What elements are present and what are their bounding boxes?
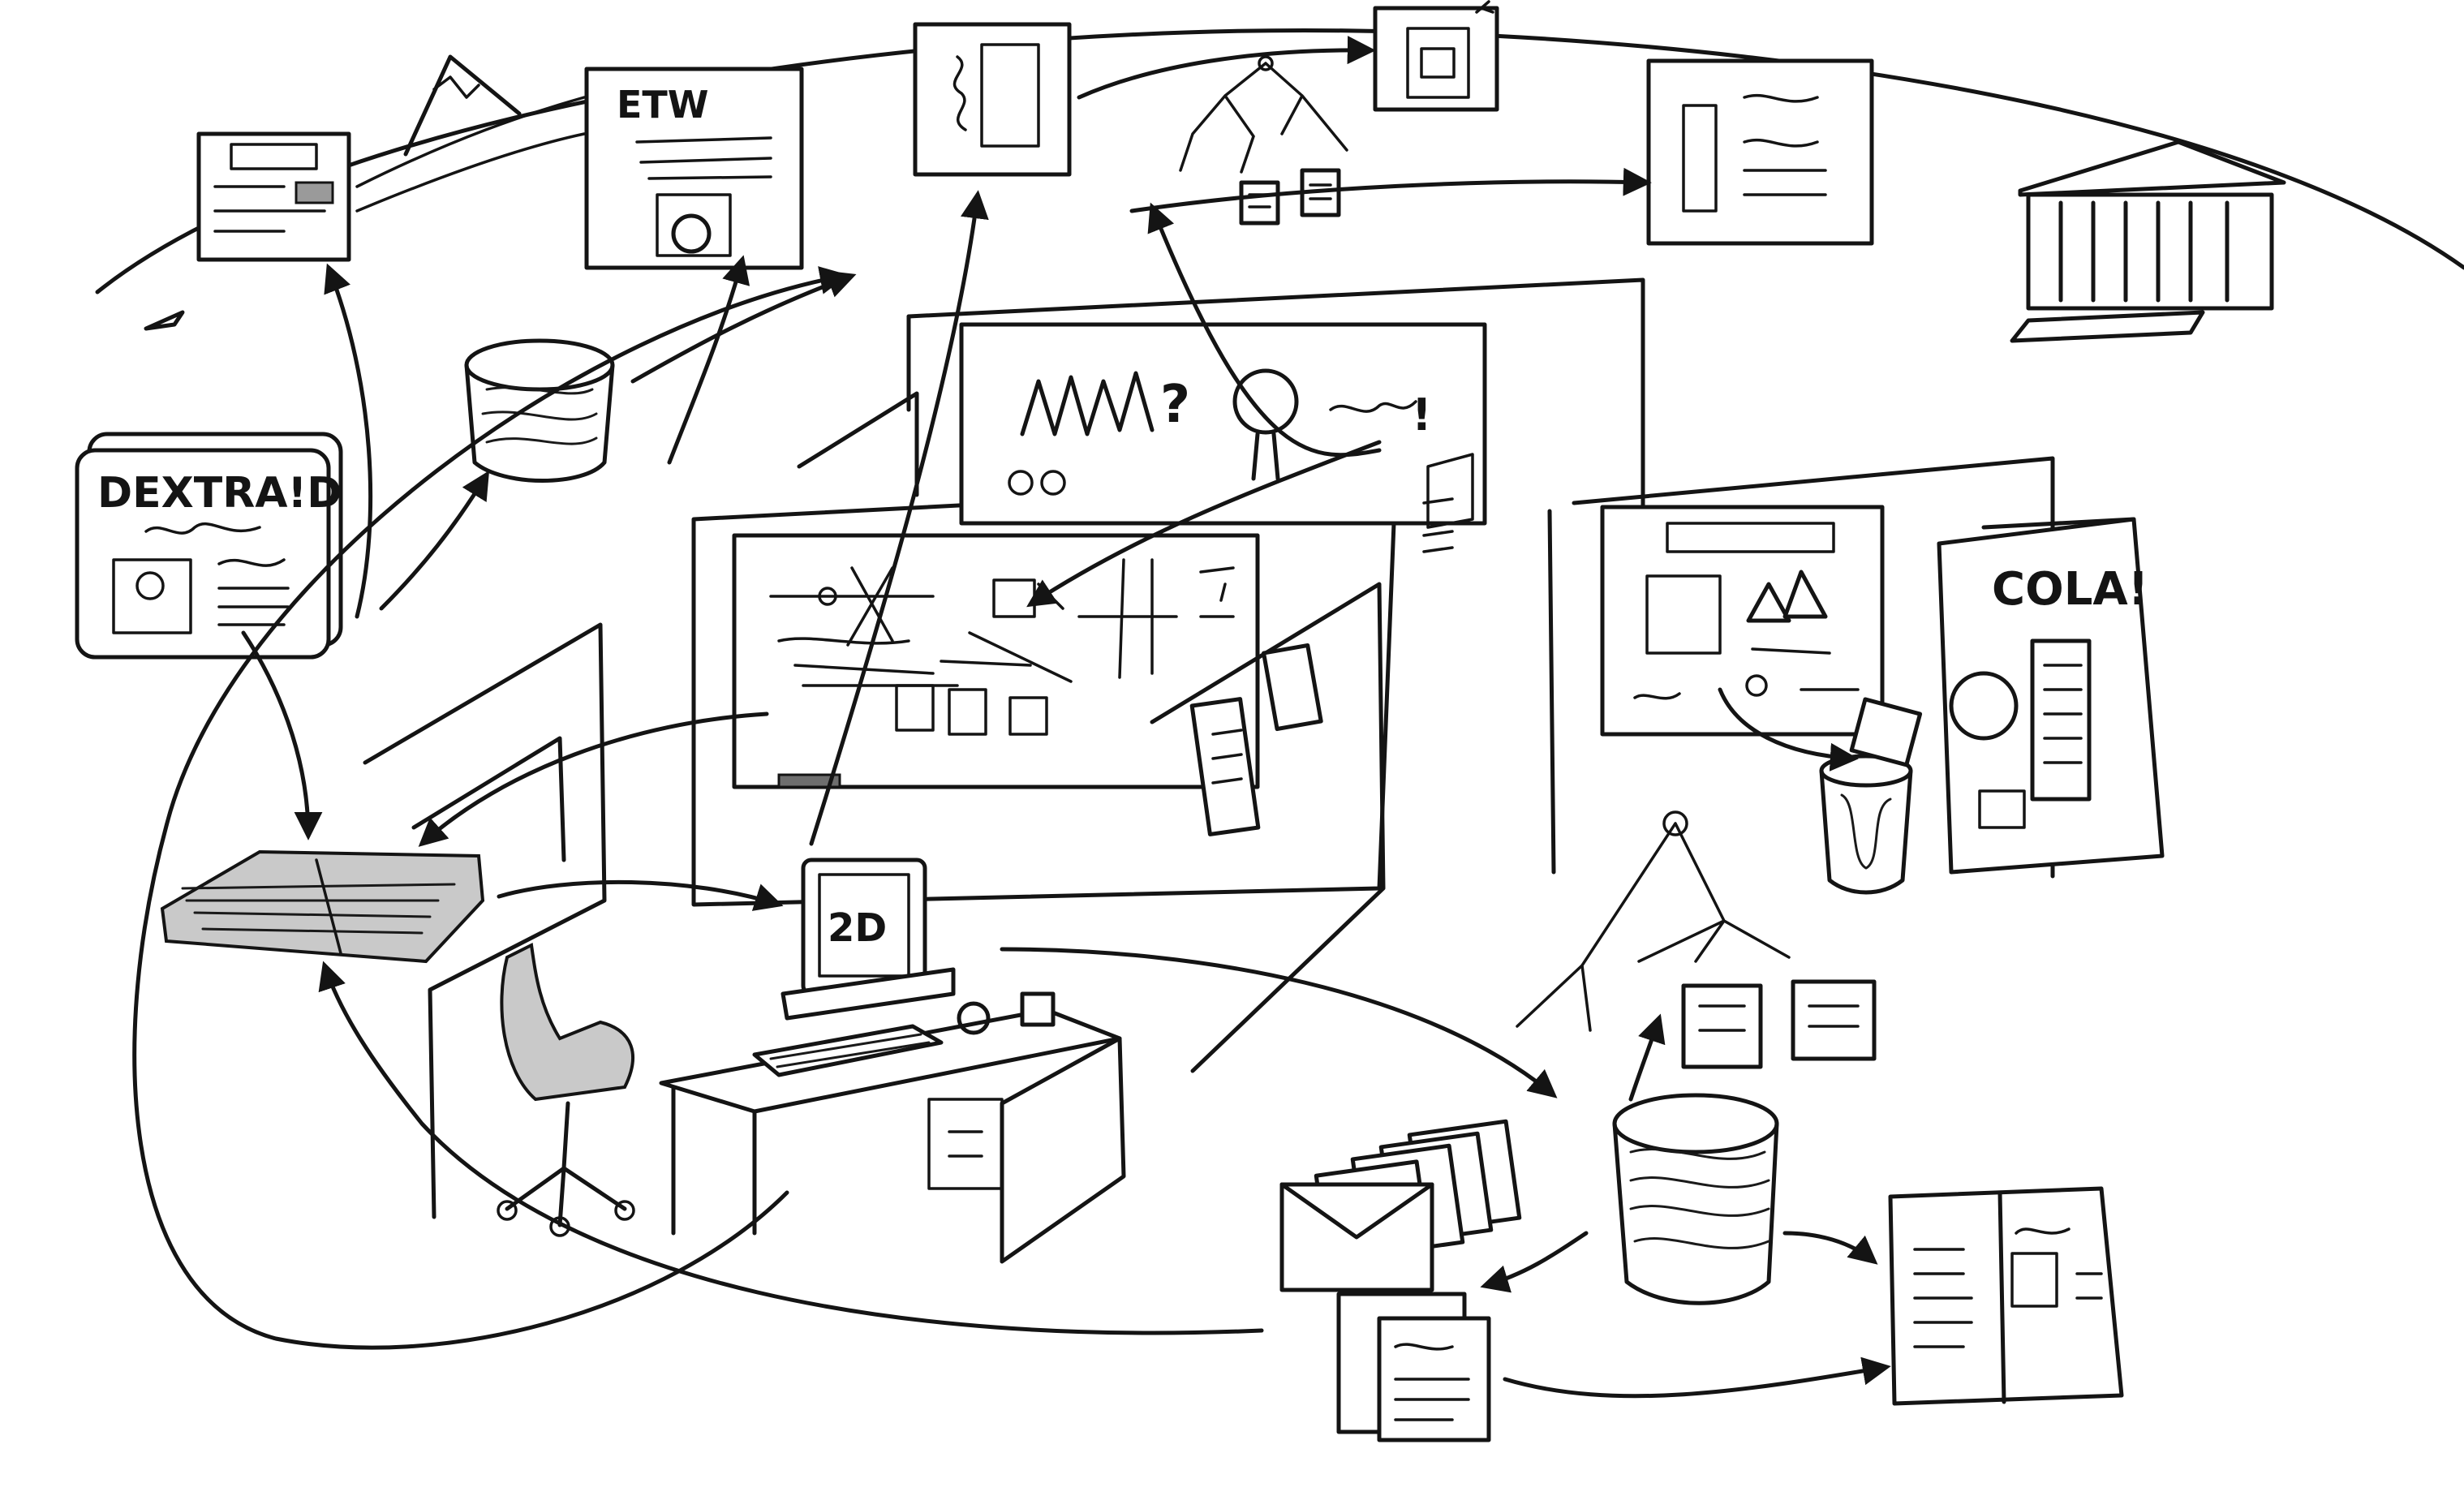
road-line: [355, 96, 586, 188]
left-partition: [363, 622, 607, 1219]
inner-cubicle-frame: [797, 391, 919, 497]
museum-building-icon: [2010, 140, 2286, 343]
open-booklet: [1888, 1186, 2124, 1406]
cola-label: COLA!: [1992, 563, 2148, 616]
envelope-stack-icon: [1279, 1119, 1522, 1292]
mountain-icon: [403, 54, 522, 157]
board-exclaim-mark: !: [1412, 389, 1432, 441]
coffee-mug-icon: [1020, 991, 1056, 1027]
tree-diagram-top: [1179, 55, 1348, 226]
flow-arrows: [132, 36, 1891, 1399]
tree-diagram-lower: [1516, 810, 1877, 1069]
keyboard-icon: [752, 1024, 944, 1077]
left-partition-inner: [411, 736, 566, 862]
mouse-icon: [957, 1001, 991, 1035]
board-question-mark: ?: [1160, 375, 1190, 435]
office-chair-icon: [497, 942, 635, 1237]
dextraid-poster: DEXTRA!D: [75, 432, 343, 660]
road-line-lower: [355, 132, 586, 213]
database-drum-lower: [1612, 1093, 1779, 1305]
web-page-doc: [196, 131, 351, 262]
main-whiteboard: [732, 533, 1260, 789]
sketch-page-doc: [913, 22, 1072, 177]
computer-monitor-icon: 2D: [780, 858, 956, 1021]
poster-title: DEXTRA!D: [97, 469, 342, 518]
database-drum-upper: [464, 338, 615, 483]
letter-doc: [1336, 1292, 1491, 1442]
monitor-screen-glyph: 2D: [828, 905, 887, 951]
pencil-mark: [144, 310, 185, 331]
calendar-doc: [1373, 0, 1499, 112]
open-binder: [160, 849, 485, 964]
etw-document: ETW: [584, 67, 804, 270]
horizon-arc: [95, 28, 2464, 294]
cola-vending-machine: COLA!: [1937, 517, 2165, 875]
side-notice-panel: [1150, 453, 1474, 1073]
svg-text:ETW: ETW: [617, 83, 709, 127]
report-doc: [1646, 58, 1874, 246]
